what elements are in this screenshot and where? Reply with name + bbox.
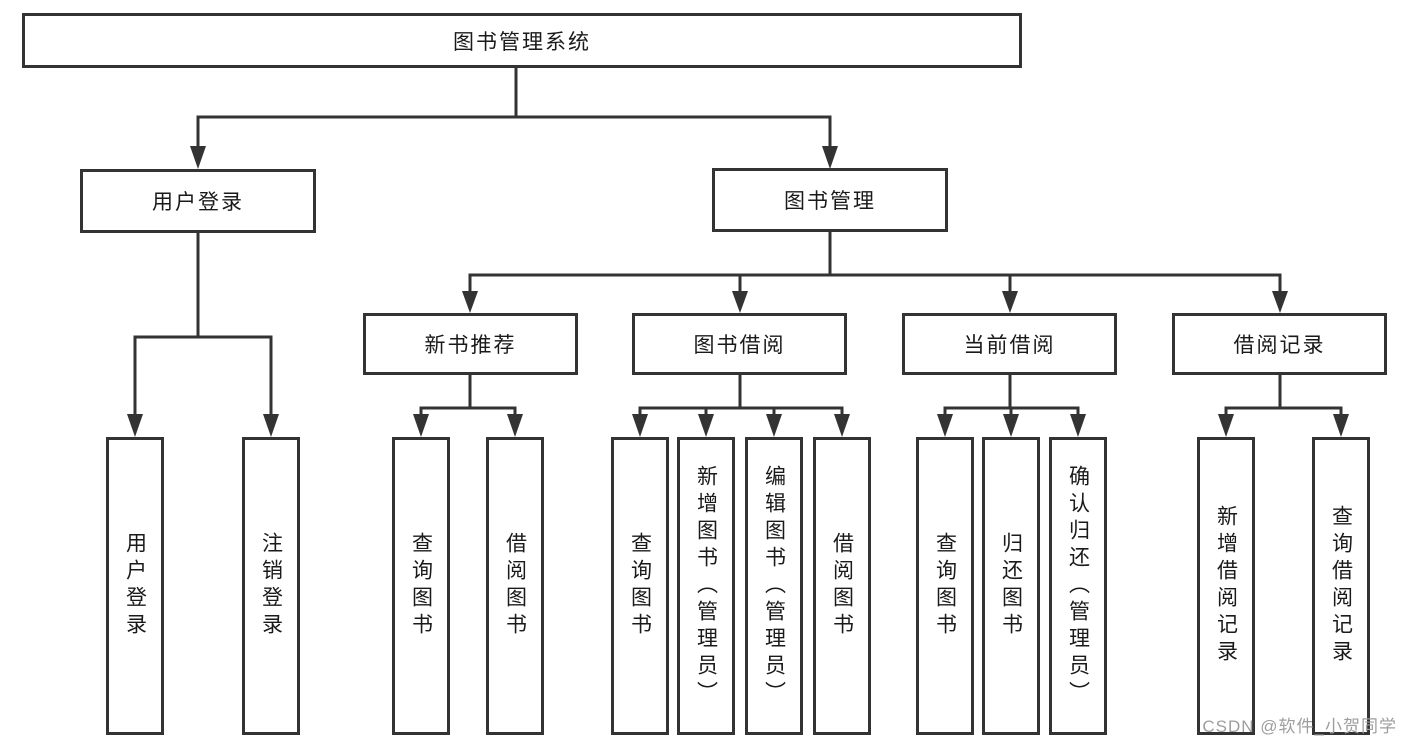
edge-borrowrecord-to-leaves (1224, 375, 1343, 418)
node-book-borrowing: 图书借阅 (632, 313, 847, 375)
leaf-query-books-current: 查询图书 (916, 437, 974, 735)
leaf-return-books: 归还图书 (982, 437, 1040, 735)
leaf-query-borrow-record: 查询借阅记录 (1312, 437, 1370, 735)
node-label: 图书管理 (784, 190, 876, 213)
arrowheads (127, 146, 1349, 437)
node-label: 新书推荐 (424, 334, 517, 357)
csdn-watermark: CSDN @软件_小贺同学 (1202, 717, 1397, 736)
leaf-user-login: 用户登录 (106, 437, 164, 735)
edge-newbook-to-leaves (419, 375, 517, 418)
node-label: 确认归还（管理员） (1066, 464, 1090, 708)
edge-bookmanage-to-level3 (468, 232, 1282, 294)
leaf-add-borrow-record: 新增借阅记录 (1197, 437, 1255, 735)
node-book-management: 图书管理 (712, 168, 948, 232)
node-label: 用户登录 (152, 191, 244, 214)
node-label: 借阅图书 (503, 532, 527, 640)
node-label: 图书管理系统 (453, 30, 591, 54)
node-label: 当前借阅 (963, 334, 1056, 357)
leaf-query-books-recommend: 查询图书 (392, 437, 450, 735)
node-label: 借阅图书 (830, 532, 854, 640)
node-label: 编辑图书（管理员） (762, 464, 786, 708)
edge-bookborrow-to-leaves (638, 375, 844, 418)
leaf-add-books-admin: 新增图书（管理员） (677, 437, 735, 735)
edge-userlogin-to-leaves (133, 233, 273, 418)
node-label: 查询图书 (628, 532, 652, 640)
node-label: 新增借阅记录 (1214, 505, 1238, 667)
edge-currentborrow-to-leaves (943, 375, 1080, 418)
leaf-edit-books-admin: 编辑图书（管理员） (745, 437, 803, 735)
node-label: 用户登录 (123, 532, 147, 640)
node-user-login: 用户登录 (80, 169, 316, 233)
node-label: 查询借阅记录 (1329, 505, 1353, 667)
node-label: 查询图书 (933, 532, 957, 640)
node-label: 新增图书（管理员） (694, 464, 718, 708)
leaf-logout: 注销登录 (242, 437, 300, 735)
node-label: 查询图书 (409, 532, 433, 640)
node-label: 归还图书 (999, 532, 1023, 640)
leaf-confirm-return-admin: 确认归还（管理员） (1049, 437, 1107, 735)
node-borrowing-records: 借阅记录 (1172, 313, 1387, 375)
node-label: 注销登录 (259, 532, 283, 640)
leaf-borrow-books-recommend: 借阅图书 (486, 437, 544, 735)
node-label: 借阅记录 (1233, 334, 1326, 357)
leaf-borrow-books: 借阅图书 (813, 437, 871, 735)
node-label: 图书借阅 (693, 334, 786, 357)
leaf-query-books-borrowing: 查询图书 (611, 437, 669, 735)
node-current-borrowing: 当前借阅 (902, 313, 1117, 375)
node-library-management-system: 图书管理系统 (22, 13, 1022, 68)
edge-root-to-level2 (196, 68, 832, 150)
node-new-book-recommend: 新书推荐 (363, 313, 578, 375)
